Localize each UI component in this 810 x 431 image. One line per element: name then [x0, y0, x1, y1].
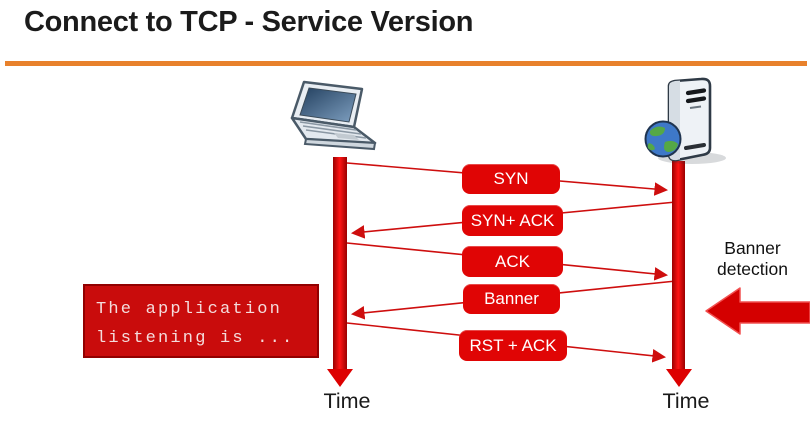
message-label-ack: ACK	[462, 246, 563, 277]
banner-detection-line1: Banner	[724, 238, 781, 258]
server-timeline	[672, 161, 685, 370]
server-timeline-arrowhead-icon	[666, 369, 692, 387]
time-label-right: Time	[662, 389, 710, 413]
message-label-syn: SYN	[462, 164, 560, 194]
slide-title: Connect to TCP - Service Version	[24, 6, 474, 38]
banner-detection-label: Banner detection	[695, 238, 810, 280]
client-timeline	[333, 157, 347, 370]
title-underline	[5, 61, 807, 66]
client-timeline-arrowhead-icon	[327, 369, 353, 387]
callout-line1: The application	[96, 300, 283, 319]
message-label-rstack: RST + ACK	[459, 330, 567, 361]
callout-line2: listening is ...	[96, 329, 295, 348]
server-globe-icon	[644, 77, 726, 164]
banner-detection-line2: detection	[716, 259, 789, 279]
time-label-left: Time	[323, 389, 371, 413]
laptop-icon	[290, 80, 377, 151]
message-label-banner: Banner	[463, 284, 560, 314]
message-label-synack: SYN+ ACK	[462, 205, 563, 236]
left-block-arrow-icon	[705, 287, 810, 335]
callout-box: The application listening is ...	[83, 284, 319, 358]
